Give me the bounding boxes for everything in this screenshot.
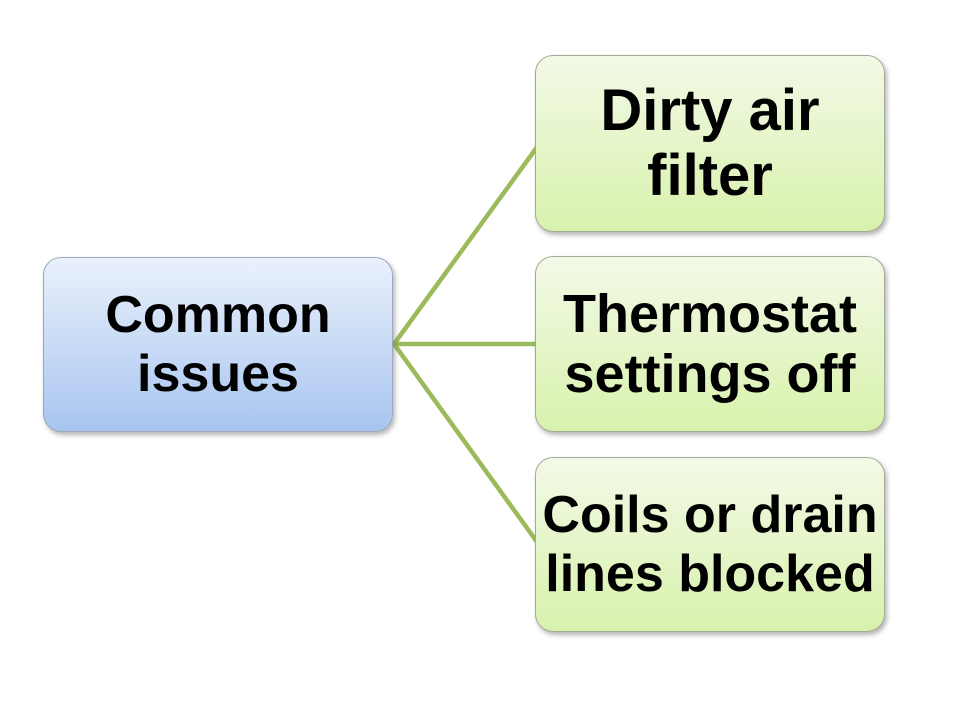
connector-line-bottom	[391, 341, 543, 549]
node-thermostat-settings-off[interactable]: Thermostat settings off	[535, 256, 885, 432]
node-label: Common issues	[105, 286, 331, 403]
node-label: Dirty air filter	[600, 77, 820, 208]
node-common-issues[interactable]: Common issues	[43, 257, 393, 432]
connector-line-top	[391, 140, 543, 347]
node-dirty-air-filter[interactable]: Dirty air filter	[535, 55, 885, 232]
node-coils-or-drain-lines-blocked[interactable]: Coils or drain lines blocked	[535, 457, 885, 632]
node-label: Coils or drain lines blocked	[542, 486, 878, 603]
node-label: Thermostat settings off	[562, 283, 858, 404]
